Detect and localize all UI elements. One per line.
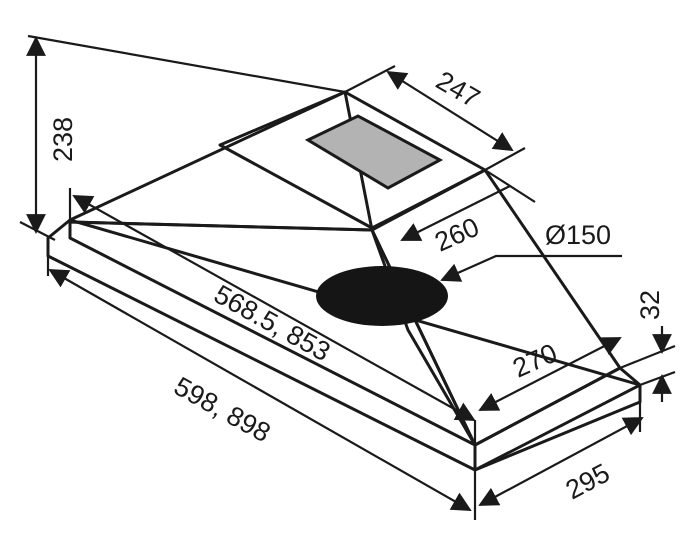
label-top-depth: 247 (431, 65, 485, 114)
top-depth-dimension-line (386, 70, 514, 152)
label-inner-depth: 260 (430, 212, 483, 258)
outer-width-dimension-line (48, 269, 472, 511)
base-depth-dimension-line (478, 417, 644, 506)
lip-height-extension-top (619, 344, 676, 370)
dimension-lines (19, 34, 676, 520)
outlet-diameter-leader (440, 254, 622, 282)
top-depth-extension-right (484, 147, 526, 171)
label-outlet-diameter: Ø150 (545, 220, 611, 250)
hood-left-side (68, 90, 374, 232)
height-extension-bottom (19, 221, 56, 241)
label-base-depth: 295 (561, 458, 615, 506)
hood-lower-lip (473, 366, 642, 472)
lower-depth-dimension-line (478, 337, 622, 411)
lip-height-extension-bottom (639, 370, 676, 387)
exhaust-outlet (316, 266, 448, 326)
control-panel-window (304, 114, 444, 190)
height-extension-top (27, 34, 346, 94)
label-height-total: 238 (48, 117, 78, 162)
hood-body (46, 90, 642, 472)
top-depth-extension-left (344, 65, 396, 93)
label-lower-depth: 270 (508, 338, 561, 384)
label-lip-height: 32 (635, 290, 665, 320)
label-outer-width: 598, 898 (169, 371, 275, 448)
